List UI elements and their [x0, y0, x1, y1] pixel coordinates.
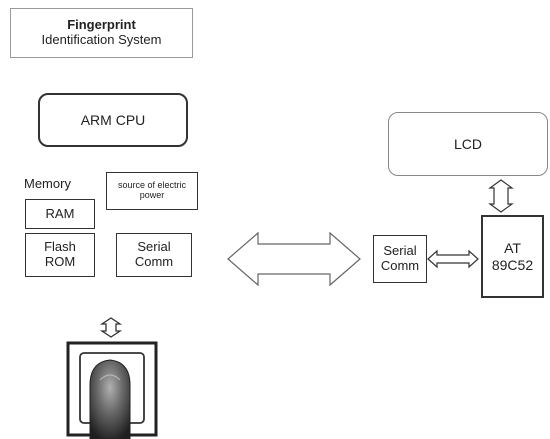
memory-label: Memory [24, 176, 71, 191]
arm-cpu-block: ARM CPU [38, 93, 188, 147]
lcd-block: LCD [388, 112, 548, 176]
serial-comm-right-block: Serial Comm [373, 235, 427, 283]
ram-label: RAM [45, 205, 75, 221]
finger-highlight-icon [99, 374, 121, 381]
diagram-title-line2: Identification System [41, 32, 162, 47]
serial-comm-left-label: Serial Comm [134, 239, 174, 269]
mcu-label: AT 89C52 [491, 240, 534, 273]
flash-rom-label: Flash ROM [44, 239, 76, 269]
serial-comm-left-block: Serial Comm [116, 233, 192, 277]
arm-cpu-label: ARM CPU [80, 111, 146, 128]
serial-mcu-arrow-shape [427, 249, 479, 269]
diagram-title-box: Fingerprint Identification System [10, 8, 193, 58]
lcd-mcu-arrow-shape [488, 179, 514, 213]
power-source-label: source of electric power [117, 180, 187, 200]
mcu-block: AT 89C52 [481, 215, 544, 298]
serial-comm-right-label: Serial Comm [380, 243, 420, 273]
main-double-arrow-shape [227, 231, 361, 287]
diagram-title-line1: Fingerprint [67, 17, 136, 33]
ram-block: RAM [25, 199, 95, 229]
flash-rom-block: Flash ROM [25, 233, 95, 277]
lcd-label: LCD [453, 136, 482, 152]
power-source-block: source of electric power [106, 172, 198, 210]
sensor-arrow-shape [99, 317, 123, 338]
finger-icon [89, 359, 131, 439]
